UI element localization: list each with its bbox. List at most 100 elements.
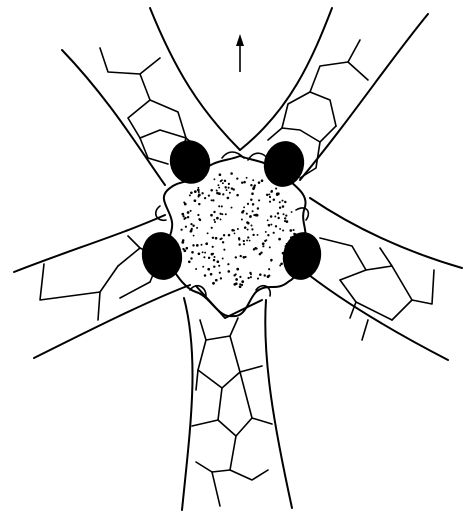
stipple-dot — [222, 193, 224, 195]
stipple-dot — [220, 277, 222, 279]
stipple-dot — [196, 244, 199, 247]
stipple-dot — [214, 221, 216, 223]
stipple-dot — [282, 205, 285, 208]
stipple-dot — [268, 224, 271, 227]
stipple-dot — [252, 234, 254, 236]
guard-cell-top-left — [164, 134, 217, 189]
stipple-dot — [251, 228, 253, 230]
stipple-dot — [213, 259, 215, 261]
stipple-dot — [247, 277, 249, 279]
stipple-dot — [250, 184, 252, 186]
stipple-dot — [247, 229, 249, 231]
stipple-dot — [233, 229, 235, 231]
stipple-dot — [201, 192, 203, 194]
stipple-dot — [192, 225, 194, 227]
stipple-dot — [241, 280, 244, 283]
stipple-dot — [213, 265, 215, 267]
stipple-dot — [236, 194, 239, 197]
stipple-dot — [265, 239, 267, 241]
stipple-dot — [204, 252, 206, 254]
stipple-dot — [251, 192, 254, 195]
stipple-dot — [213, 178, 215, 180]
stipple-dot — [265, 231, 267, 233]
stipple-dot — [235, 256, 237, 258]
stipple-dot — [231, 207, 233, 209]
stipple-dot — [193, 235, 195, 237]
stipple-dot — [218, 265, 220, 267]
stipple-dot — [180, 229, 182, 231]
stipple-dot — [247, 236, 249, 238]
stipple-dot — [267, 234, 269, 236]
stipple-dot — [247, 203, 249, 205]
stipple-dot — [198, 196, 200, 198]
stipple-dot — [266, 194, 268, 196]
stipple-dot — [201, 244, 203, 246]
stipple-dot — [217, 184, 219, 186]
stipple-dot — [223, 249, 225, 251]
stipple-dot — [262, 242, 265, 245]
stipple-dot — [278, 238, 281, 241]
stipple-dot — [236, 268, 239, 271]
stipple-dot — [210, 189, 213, 192]
stipple-dot — [241, 211, 244, 214]
stipple-dot — [182, 248, 184, 250]
stipple-dot — [221, 179, 223, 181]
stipple-dot — [255, 214, 257, 216]
stipple-dot — [197, 214, 199, 216]
guard-cell-top-right — [259, 137, 310, 192]
stipple-dot — [268, 268, 270, 270]
stipple-dot — [186, 247, 189, 250]
stipple-dot — [183, 218, 185, 220]
stipple-dot — [263, 274, 265, 276]
stipple-dot — [239, 283, 241, 285]
stipple-dot — [183, 201, 185, 203]
stipple-dot — [187, 216, 189, 218]
stipple-dot — [262, 245, 264, 247]
stipple-dot — [228, 234, 231, 237]
stipple-dot — [210, 214, 213, 217]
stipple-dot — [256, 248, 258, 250]
stipple-dot — [190, 230, 193, 233]
stipple-dot — [235, 278, 238, 281]
stipple-dot — [202, 251, 204, 253]
stipple-dot — [190, 257, 192, 259]
stipple-dot — [270, 259, 273, 262]
stipple-dot — [219, 272, 221, 274]
stipple-dot — [208, 257, 210, 259]
stippled-pore-area — [180, 172, 296, 288]
stipple-dot — [269, 201, 271, 203]
stipple-dot — [278, 217, 280, 219]
stipple-dot — [220, 218, 222, 220]
stipple-dot — [195, 268, 197, 270]
stipple-dot — [269, 246, 271, 248]
stipple-dot — [215, 237, 218, 240]
stipple-dot — [240, 255, 242, 257]
stipple-dot — [267, 275, 270, 278]
stipple-dot — [213, 219, 215, 221]
stipple-dot — [204, 197, 206, 199]
stipple-dot — [224, 186, 226, 188]
stipple-dot — [218, 187, 220, 189]
stipple-dot — [270, 215, 273, 218]
stipple-dot — [269, 196, 271, 198]
stipple-dot — [284, 201, 286, 203]
epidermal-cell-network — [40, 40, 434, 506]
stipple-dot — [229, 192, 231, 194]
stipple-dot — [237, 228, 239, 230]
stipple-dot — [214, 256, 216, 258]
stipple-dot — [236, 177, 238, 179]
stipple-dot — [188, 261, 191, 264]
stipple-dot — [257, 278, 259, 280]
stipple-dot — [212, 246, 214, 248]
stipple-dot — [212, 282, 215, 285]
stipple-dot — [254, 184, 256, 186]
stipple-dot — [187, 211, 190, 214]
stipple-dot — [198, 252, 201, 255]
stipple-dot — [268, 193, 270, 195]
stipple-dot — [257, 207, 259, 209]
stipple-dot — [194, 199, 197, 202]
stipple-dot — [227, 263, 229, 265]
stipple-dot — [221, 213, 223, 215]
stipple-dot — [207, 268, 210, 271]
stipple-dot — [230, 172, 233, 175]
